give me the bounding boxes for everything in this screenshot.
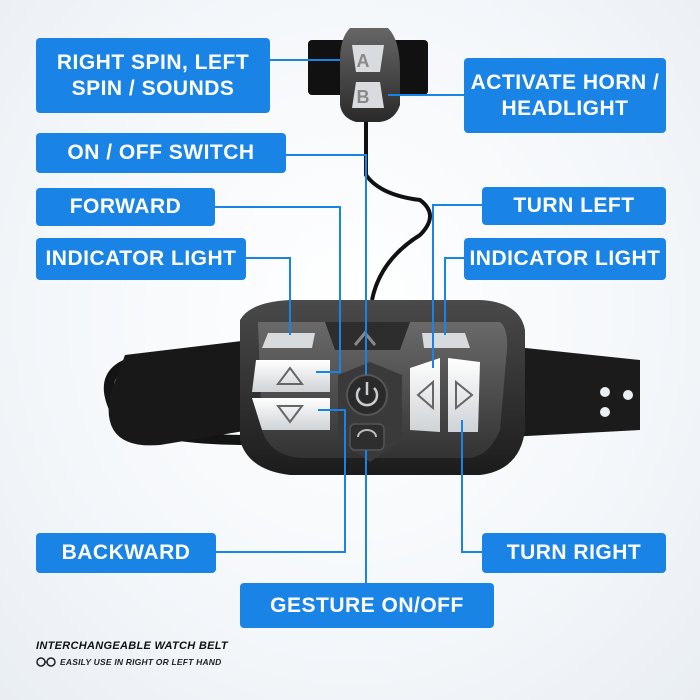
strap-hole <box>600 387 610 397</box>
left-arrow-icon <box>416 379 434 411</box>
footer-title: INTERCHANGEABLE WATCH BELT <box>36 640 228 652</box>
right-arrow-icon <box>455 379 474 411</box>
callout-activate-horn: ACTIVATE HORN / HEADLIGHT <box>464 58 666 133</box>
callout-right-spin: RIGHT SPIN, LEFT SPIN / SOUNDS <box>36 38 270 113</box>
callout-indicator-light-left: INDICATOR LIGHT <box>36 238 246 280</box>
leader-lines <box>215 59 482 585</box>
up-arrow-icon <box>276 366 304 385</box>
gesture-icon <box>357 429 377 438</box>
remote-button-a-label: A <box>357 51 370 71</box>
power-icon <box>355 382 379 407</box>
callout-gesture-on-off: GESTURE ON/OFF <box>240 583 494 628</box>
indicator-light-left <box>262 333 315 348</box>
glasses-icon <box>36 657 56 667</box>
callout-turn-right: TURN RIGHT <box>482 533 666 573</box>
remote-fob <box>308 28 428 122</box>
callout-backward: BACKWARD <box>36 533 216 573</box>
callout-indicator-light-right: INDICATOR LIGHT <box>464 238 666 280</box>
strap-hole <box>623 390 633 400</box>
turn-right-button[interactable] <box>448 358 480 432</box>
turn-left-button[interactable] <box>410 358 440 432</box>
callout-turn-left: TURN LEFT <box>482 187 666 225</box>
strap-hole <box>600 407 610 417</box>
footer-subtitle: EASILY USE IN RIGHT OR LEFT HAND <box>60 657 222 667</box>
callout-forward: FORWARD <box>36 188 215 226</box>
backward-button[interactable] <box>252 398 330 430</box>
remote-button-b-label: B <box>357 87 370 107</box>
cable <box>364 120 432 301</box>
down-arrow-icon <box>276 405 304 424</box>
callout-on-off-switch: ON / OFF SWITCH <box>36 133 286 173</box>
forward-button[interactable] <box>252 360 330 392</box>
